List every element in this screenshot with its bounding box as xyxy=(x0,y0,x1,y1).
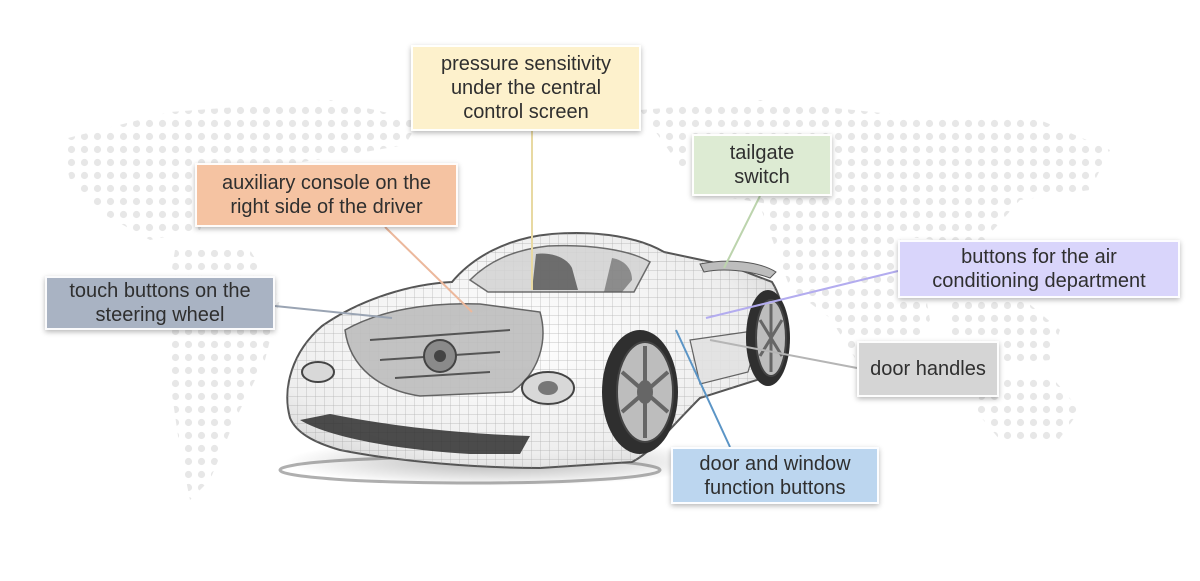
callout-door-window-buttons: door and window function buttons xyxy=(671,447,879,504)
callout-auxiliary-console: auxiliary console on the right side of t… xyxy=(195,163,458,227)
callout-door-handles: door handles xyxy=(857,341,999,397)
callout-pressure-sensitivity: pressure sensitivity under the central c… xyxy=(411,45,641,131)
leader-line-auxiliary xyxy=(384,226,473,313)
callout-air-conditioning-buttons: buttons for the air conditioning departm… xyxy=(898,240,1180,298)
leader-line-door-window xyxy=(675,329,731,448)
leader-line-touch xyxy=(274,305,393,319)
front-wheel xyxy=(602,330,678,454)
callout-touch-buttons: touch buttons on the steering wheel xyxy=(45,276,275,330)
rear-wheel xyxy=(746,290,790,386)
leader-line-door-handles xyxy=(709,339,858,369)
callout-tailgate-switch: tailgate switch xyxy=(692,134,832,196)
leader-lines xyxy=(274,131,899,448)
leader-line-tailgate xyxy=(723,195,761,269)
wireframe-car-image xyxy=(286,231,790,470)
leader-line-air xyxy=(705,270,899,319)
